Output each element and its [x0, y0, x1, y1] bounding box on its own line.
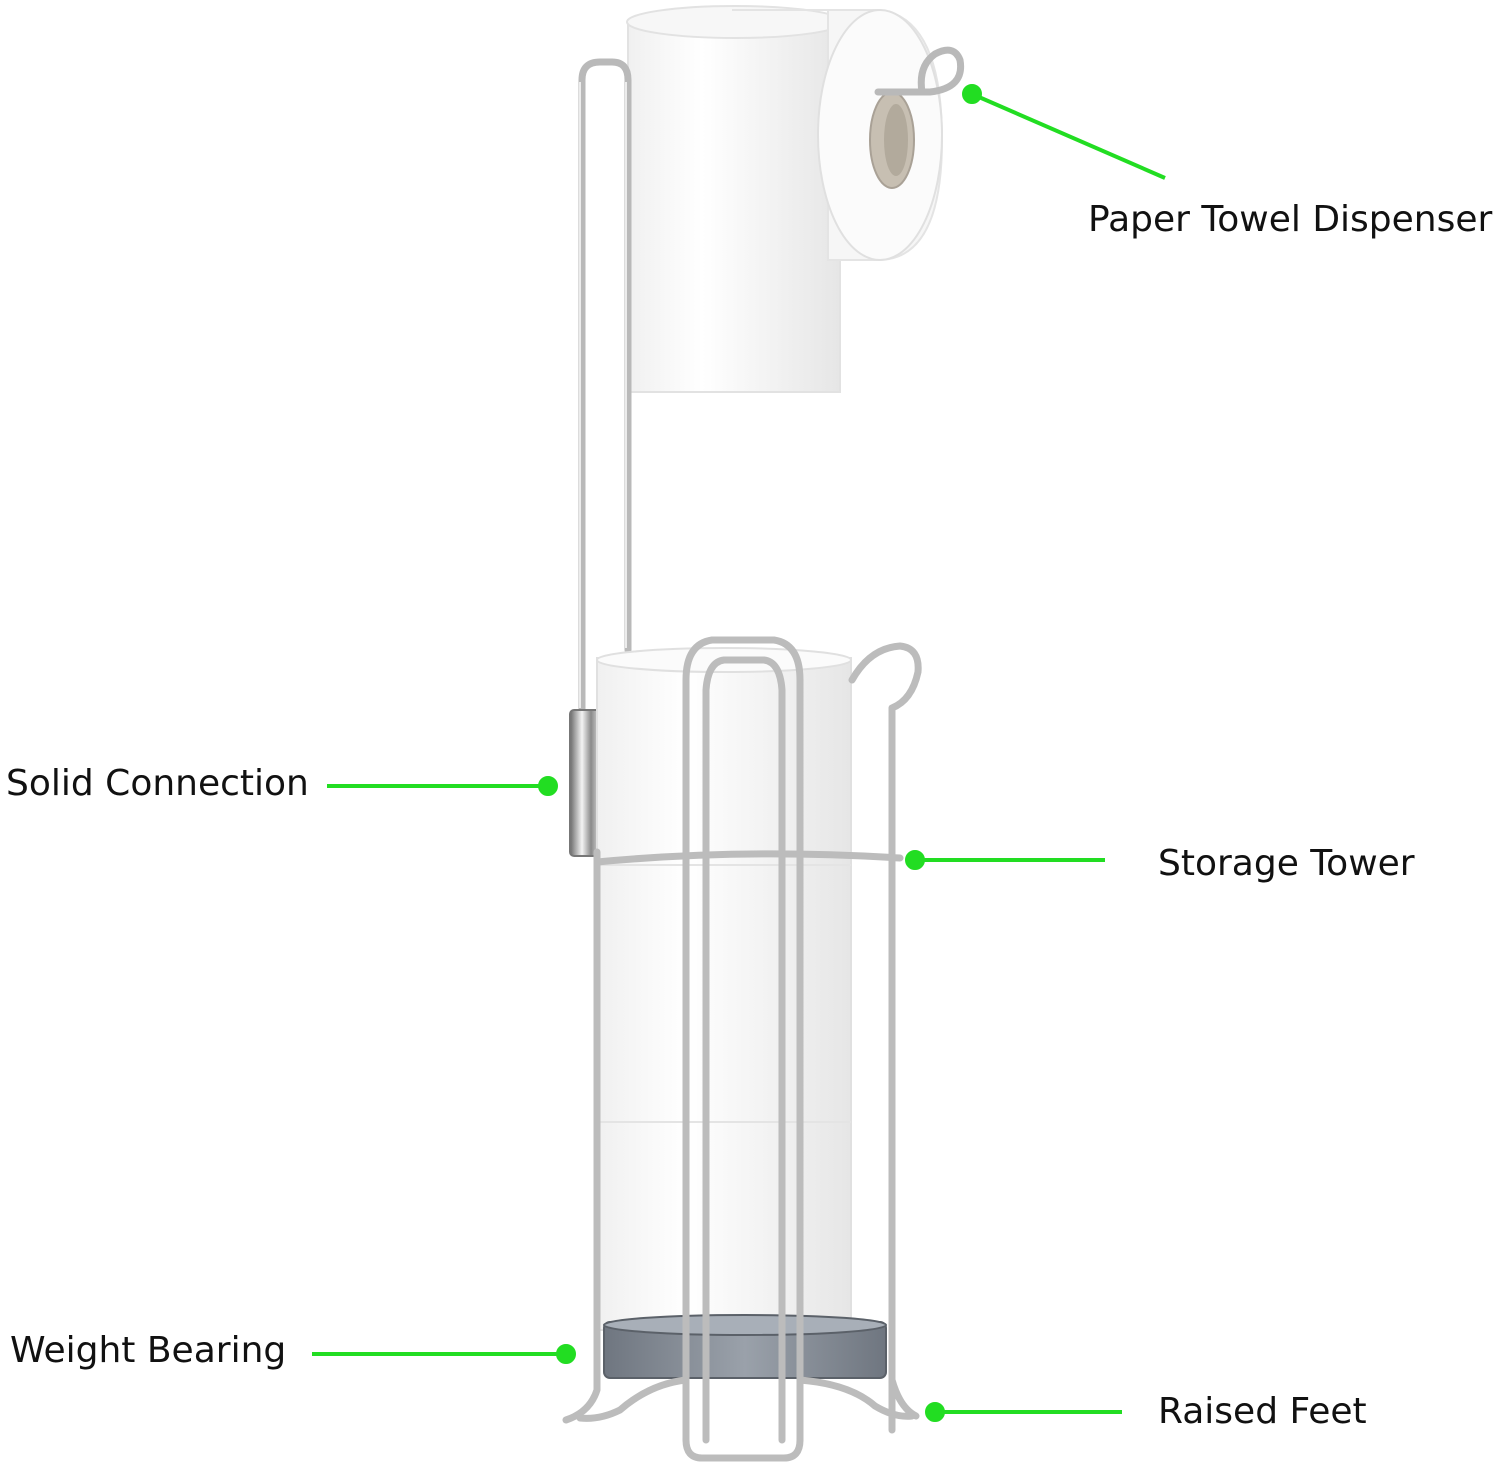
callout-storage-tower: Storage Tower — [1158, 843, 1415, 884]
weight-bearing-base — [603, 1314, 887, 1379]
callout-raised-feet: Raised Feet — [1158, 1391, 1367, 1432]
callout-solid-connection: Solid Connection — [6, 763, 309, 804]
storage-tower-frame — [562, 636, 922, 1462]
spare-rolls-stack — [596, 647, 852, 1331]
connection-sleeve — [569, 709, 601, 857]
holder-rod-highlight — [579, 82, 627, 708]
callout-paper-towel-dispenser: Paper Towel Dispenser — [1088, 199, 1493, 240]
callout-leaders — [312, 84, 1166, 1422]
callout-weight-bearing: Weight Bearing — [10, 1330, 287, 1371]
holder-rod — [578, 46, 965, 714]
top-toilet-roll — [626, 5, 944, 393]
